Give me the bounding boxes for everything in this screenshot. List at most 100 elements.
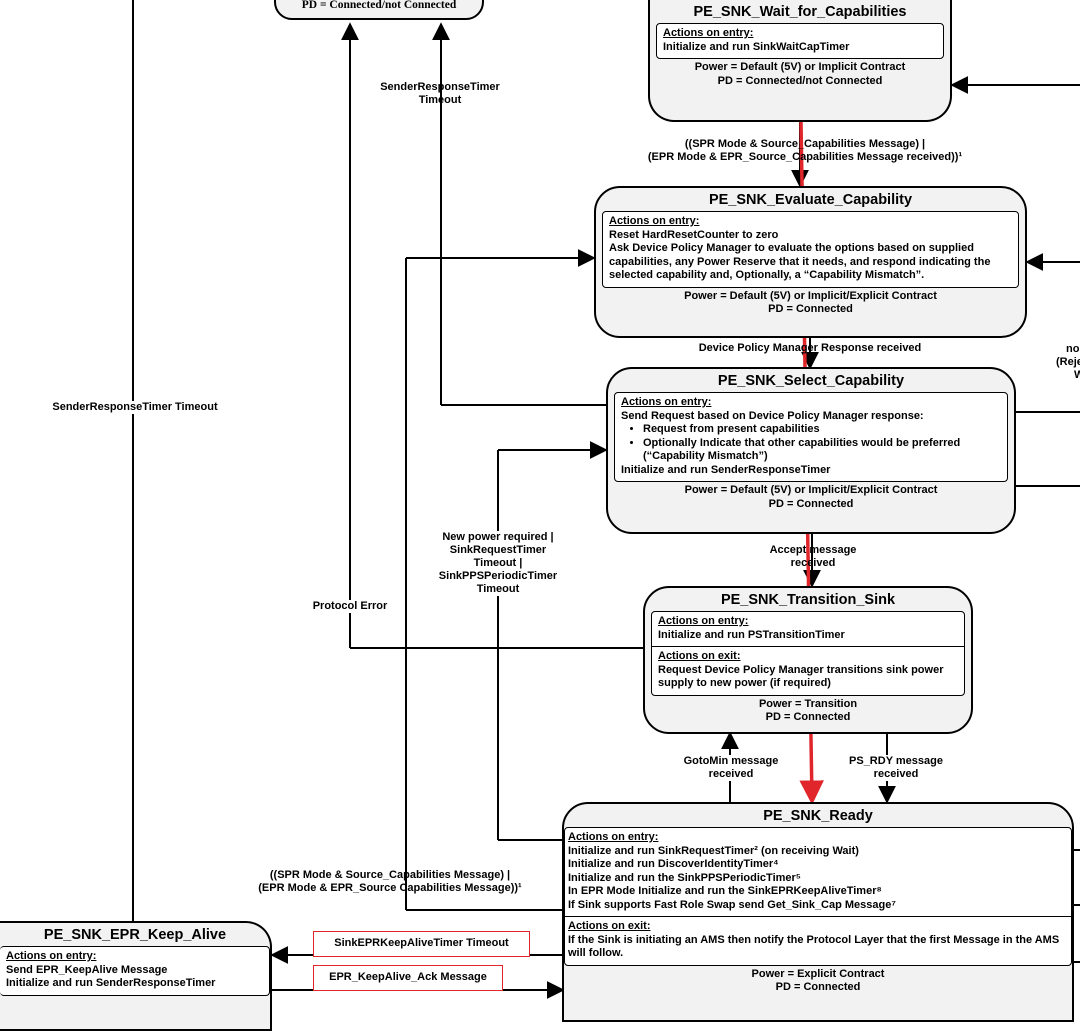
label-sender-timeout-left: SenderResponseTimer Timeout (30, 401, 240, 414)
state-actions: Actions on entry: Send Request based on … (614, 392, 1008, 482)
label-line: SenderResponseTimer (380, 81, 500, 93)
power-line: Power = Default (5V) or Implicit/Explici… (684, 289, 937, 302)
state-footer: Power = Default (5V) or Implicit Contrac… (650, 59, 950, 92)
exit-heading: Actions on exit: (658, 650, 741, 662)
exit-heading: Actions on exit: (568, 920, 651, 932)
label-line: received (873, 768, 919, 780)
state-evaluate-capability: PE_SNK_Evaluate_Capability Actions on en… (594, 186, 1027, 338)
entry-section: Actions on entry: Initialize and run PST… (652, 612, 964, 646)
state-title: PE_SNK_Evaluate_Capability (708, 192, 913, 208)
label-line: received (790, 557, 836, 569)
entry-line: If Sink supports Fast Role Swap send Get… (568, 898, 896, 911)
label-line: Wait r (1074, 369, 1080, 381)
state-footer: Power = Explicit Contract PD = Connected (564, 966, 1072, 999)
state-footer: Power = Transition PD = Connected (645, 696, 971, 729)
label-gotomin: GotoMin message received (672, 755, 790, 781)
entry-heading: Actions on entry: (568, 831, 659, 843)
state-title: PE_SNK_EPR_Keep_Alive (43, 927, 227, 943)
state-title: PE_SNK_Ready (763, 808, 873, 824)
label-ps-rdy: PS_RDY message received (836, 755, 956, 781)
label-new-power: New power required | SinkRequestTimer Ti… (438, 531, 558, 596)
state-transition-sink: PE_SNK_Transition_Sink Actions on entry:… (643, 586, 973, 734)
label-dpm-response: Device Policy Manager Response received (698, 342, 922, 354)
state-actions: Actions on entry: Initialize and run Sin… (656, 23, 944, 59)
entry-line: In EPR Mode Initialize and run the SinkE… (568, 885, 882, 897)
entry-section: Actions on entry: Send EPR_KeepAlive Mes… (0, 947, 269, 995)
exit-line: If the Sink is initiating an AMS then no… (568, 933, 1060, 960)
bullet-item: Request from present capabilities (643, 423, 1001, 437)
pd-line: PD = Connected (768, 497, 854, 510)
entry-section: Actions on entry: Initialize and run Sin… (565, 828, 1071, 916)
label-line: received (708, 768, 754, 780)
state-title: PE_SNK_Select_Capability (717, 373, 905, 389)
exit-line: Request Device Policy Manager transition… (658, 663, 944, 690)
pd-line: PD = Connected/not Connected (717, 74, 883, 87)
entry-line: Initialize and run PSTransitionTimer (658, 628, 845, 641)
entry-heading: Actions on entry: (658, 615, 749, 627)
state-title: PE_SNK_Wait_for_Capabilities (693, 4, 907, 20)
pd-line: PD = Connected (765, 711, 851, 723)
state-epr-keep-alive: PE_SNK_EPR_Keep_Alive Actions on entry: … (0, 921, 272, 1031)
entry-section: Actions on entry: Reset HardResetCounter… (603, 212, 1018, 287)
label-line: (EPR Mode & EPR_Source_Capabilities Mess… (647, 151, 963, 163)
top-state-footer: PD = Connected/not Connected (301, 0, 457, 11)
label-line: (Reject (1056, 356, 1080, 368)
entry-line: Initialize and run DiscoverIdentityTimer… (568, 858, 779, 870)
bullet-list: Request from present capabilities Option… (621, 423, 1001, 464)
entry-line: Initialize and run SenderResponseTimer (6, 977, 216, 989)
exit-section: Actions on exit: Request Device Policy M… (652, 646, 964, 695)
pd-line: PD = Connected (768, 303, 853, 315)
entry-line: Initialize and run SenderResponseTimer (621, 463, 831, 476)
label-keepalive-timeout: SinkEPRKeepAliveTimer Timeout (313, 931, 530, 957)
entry-heading: Actions on entry: (621, 396, 712, 408)
label-line: SinkRequestTimer (449, 544, 547, 556)
state-actions: Actions on entry: Reset HardResetCounter… (602, 211, 1019, 288)
state-ready: PE_SNK_Ready Actions on entry: Initializ… (562, 802, 1074, 1022)
label-accept: Accept message received (748, 544, 878, 570)
label-right-partial: no E (Reject Wait r (1050, 343, 1080, 382)
label-line: Timeout | (473, 557, 523, 569)
label-line: GotoMin message (683, 755, 779, 767)
pd-line: PD = Connected (775, 981, 861, 993)
state-top-partial: PD = Connected/not Connected (274, 0, 484, 20)
label-line: PS_RDY message (849, 755, 943, 767)
entry-line: Initialize and run SinkRequestTimer² (on… (568, 844, 859, 857)
label-line: Timeout (418, 94, 462, 106)
entry-line: Initialize and run SinkWaitCapTimer (663, 40, 850, 53)
power-line: Power = Explicit Contract (751, 967, 885, 980)
label-line: ((SPR Mode & Source_Capabilities Message… (269, 869, 511, 881)
bullet-item: Optionally Indicate that other capabilit… (643, 437, 1001, 464)
state-title: PE_SNK_Transition_Sink (720, 592, 896, 608)
exit-section: Actions on exit: If the Sink is initiati… (565, 916, 1071, 965)
entry-heading: Actions on entry: (6, 950, 97, 962)
label-sender-timeout-top: SenderResponseTimer Timeout (365, 81, 515, 107)
power-line: Power = Default (5V) or Implicit Contrac… (694, 61, 906, 73)
entry-line: Send Request based on Device Policy Mana… (621, 409, 924, 422)
entry-line: Ask Device Policy Manager to evaluate th… (609, 242, 991, 281)
state-footer: Power = Default (5V) or Implicit/Explici… (608, 482, 1014, 515)
state-actions: Actions on entry: Initialize and run Sin… (564, 827, 1072, 966)
state-actions: Actions on entry: Send EPR_KeepAlive Mes… (0, 946, 270, 996)
label-line: Timeout (476, 583, 520, 595)
entry-line: Initialize and run the SinkPPSPeriodicTi… (568, 871, 801, 884)
entry-heading: Actions on entry: (609, 215, 700, 227)
entry-heading: Actions on entry: (663, 27, 754, 39)
entry-line: Reset HardResetCounter to zero (609, 228, 779, 241)
label-line: SinkPPSPeriodicTimer (438, 570, 558, 582)
label-line: New power required | (442, 531, 554, 543)
entry-section: Actions on entry: Initialize and run Sin… (657, 24, 943, 58)
power-line: Power = Transition (758, 697, 858, 710)
entry-line: Send EPR_KeepAlive Message (6, 963, 168, 976)
label-protocol-error: Protocol Error (300, 600, 400, 613)
label-line: Accept message (769, 544, 857, 556)
state-select-capability: PE_SNK_Select_Capability Actions on entr… (606, 367, 1016, 534)
power-line: Power = Default (5V) or Implicit/Explici… (684, 484, 938, 496)
label-line: ((SPR Mode & Source_Capabilities Message… (684, 138, 926, 150)
state-footer: Power = Default (5V) or Implicit/Explici… (596, 288, 1025, 321)
state-wait-for-capabilities: PE_SNK_Wait_for_Capabilities Actions on … (648, 0, 952, 122)
label-line: no E (1066, 343, 1080, 355)
label-keepalive-ack: EPR_KeepAlive_Ack Message (313, 965, 503, 991)
label-caps-msg-bottom: ((SPR Mode & Source_Capabilities Message… (220, 869, 560, 895)
label-caps-msg-top: ((SPR Mode & Source_Capabilities Message… (610, 138, 1000, 164)
label-line: (EPR Mode & EPR_Source Capabilities Mess… (258, 882, 522, 894)
